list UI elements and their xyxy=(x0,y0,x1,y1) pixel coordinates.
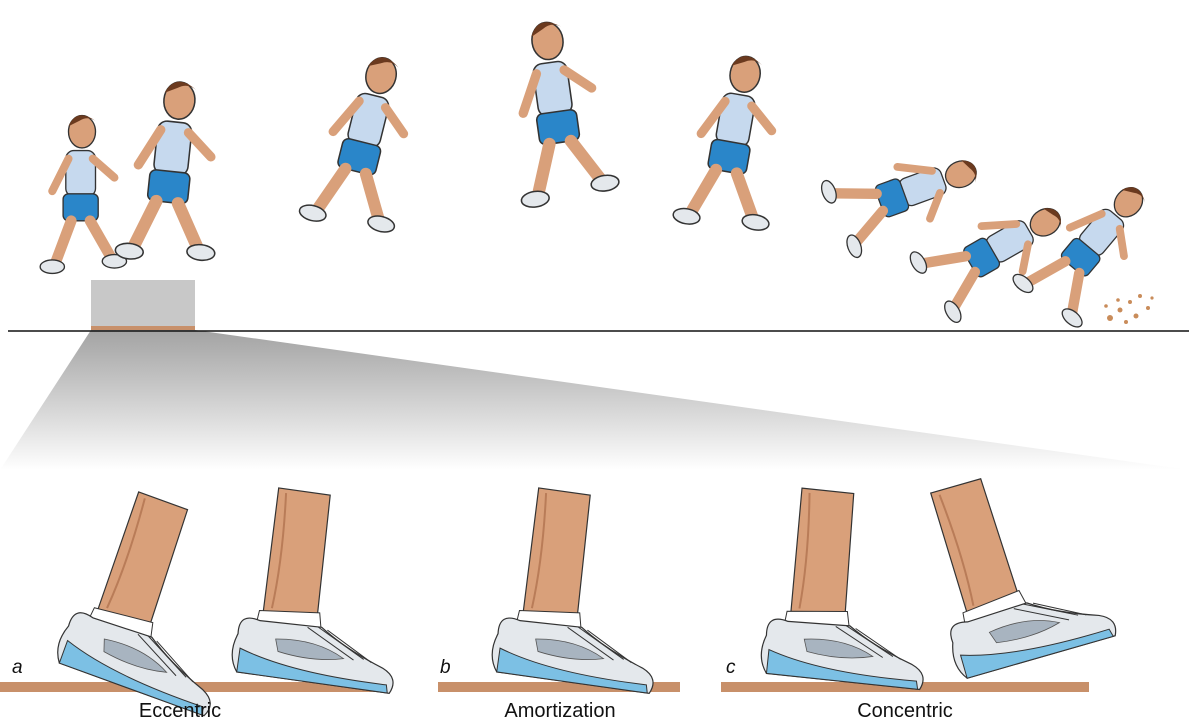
phase-label-concentric: Concentric xyxy=(820,700,990,723)
phase-label-amortization: Amortization xyxy=(470,700,650,723)
takeoff-board-strip xyxy=(91,326,195,330)
jumper-landing-1 xyxy=(819,131,991,261)
panel-letter-a: a xyxy=(12,657,23,679)
foot-eccentric-1 xyxy=(53,484,271,717)
foot-concentric-1 xyxy=(759,486,941,690)
sand-splash xyxy=(1104,294,1153,324)
takeoff-board xyxy=(91,280,195,330)
jumper-takeoff xyxy=(115,77,233,268)
foot-concentric-2 xyxy=(908,454,1117,680)
foot-eccentric-2 xyxy=(230,485,418,694)
panel-letter-b: b xyxy=(440,657,451,679)
panel-letter-c: c xyxy=(726,657,736,679)
phase-label-eccentric: Eccentric xyxy=(100,700,260,723)
foot-amortization xyxy=(490,485,678,694)
zoom-wedge xyxy=(0,330,1189,470)
jumper-approach-1 xyxy=(40,115,126,273)
jumper-flight-2 xyxy=(497,15,621,209)
jumper-flight-3 xyxy=(672,48,797,238)
jumper-flight-1 xyxy=(298,47,434,241)
